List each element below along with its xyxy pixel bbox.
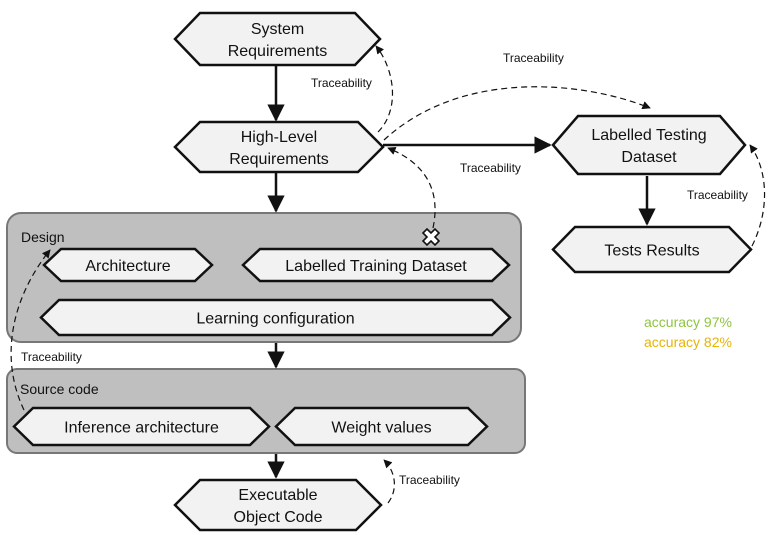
trace-highlevel-to-testing — [383, 86, 651, 141]
labelled-training-dataset-node-shape — [241, 247, 511, 283]
system-requirements-node-label-2: Requirements — [228, 43, 328, 60]
trace-results-to-testing — [749, 144, 766, 247]
trace-training-to-highlevel — [387, 146, 436, 229]
executable-object-code-node-label-1: Executable — [238, 487, 317, 504]
labelled-training-dataset-node: Labelled Training Dataset — [241, 247, 511, 283]
executable-object-code-node-shape — [173, 478, 383, 532]
labelled-testing-dataset-node-label-1: Labelled Testing — [591, 127, 706, 144]
trace-inference-to-architecture — [10, 249, 51, 411]
tests-results-node: Tests Results — [551, 225, 753, 274]
labelled-training-dataset-node-label-1: Labelled Training Dataset — [285, 258, 467, 275]
nodes-layer: SystemRequirementsHigh-LevelRequirements… — [12, 11, 753, 532]
learning-configuration-node: Learning configuration — [39, 298, 512, 337]
trace-label-results: Traceability — [687, 188, 748, 202]
architecture-node-label-1: Architecture — [85, 258, 170, 275]
learning-configuration-node-label-1: Learning configuration — [196, 311, 354, 328]
labelled-testing-dataset-node-shape — [551, 114, 747, 176]
cross-icon — [421, 227, 441, 247]
source-code-group-label: Source code — [20, 381, 99, 397]
architecture-node: Architecture — [42, 247, 214, 283]
tests-results-node-label-1: Tests Results — [604, 243, 699, 260]
trace-executable-to-weights — [383, 459, 395, 504]
trace-label-training: Traceability — [460, 161, 521, 175]
tests-results-node-shape — [551, 225, 753, 274]
weight-values-node-shape — [274, 406, 489, 447]
system-requirements-node-shape — [173, 11, 382, 67]
system-requirements-node-label-1: System — [251, 21, 304, 38]
design-group-label: Design — [21, 229, 65, 245]
executable-object-code-node-label-2: Object Code — [234, 509, 323, 526]
labelled-testing-dataset-node-label-2: Dataset — [621, 149, 677, 166]
trace-label-executable: Traceability — [399, 473, 460, 487]
high-level-requirements-node-label-2: Requirements — [229, 151, 329, 168]
trace-label-system: Traceability — [311, 76, 372, 90]
inference-architecture-node: Inference architecture — [12, 406, 271, 447]
weight-values-node: Weight values — [274, 406, 489, 447]
inference-architecture-node-shape — [12, 406, 271, 447]
accuracy-label-1: accuracy 97% — [644, 314, 732, 330]
architecture-node-shape — [42, 247, 214, 283]
accuracy-label-2: accuracy 82% — [644, 334, 732, 350]
trace-label-architecture: Traceability — [21, 350, 82, 364]
weight-values-node-label-1: Weight values — [331, 420, 431, 437]
inference-architecture-node-label-1: Inference architecture — [64, 420, 219, 437]
high-level-requirements-node-shape — [173, 120, 385, 174]
trace-label-testing: Traceability — [503, 51, 564, 65]
high-level-requirements-node-label-1: High-Level — [241, 129, 317, 146]
learning-configuration-node-shape — [39, 298, 512, 337]
trace-highlevel-to-system — [375, 45, 394, 133]
